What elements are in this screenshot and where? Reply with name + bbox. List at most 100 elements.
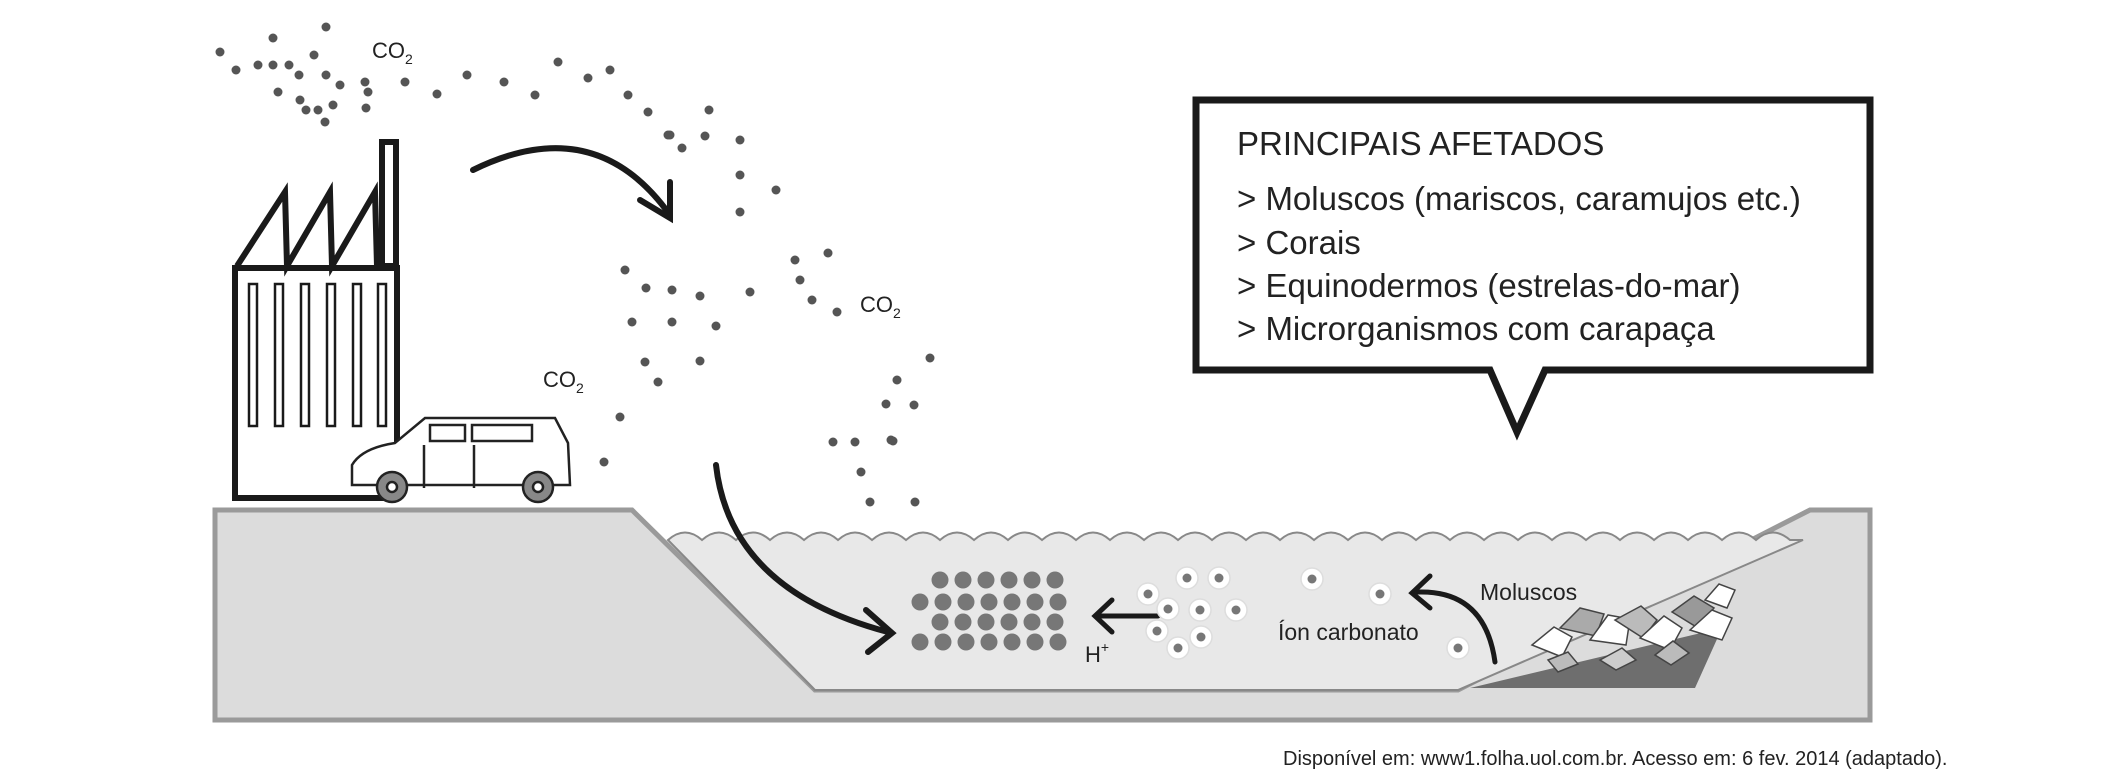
co2-particle	[615, 412, 625, 422]
co2-particle	[499, 77, 509, 87]
hplus-particle	[911, 633, 929, 651]
co2-particle	[711, 321, 721, 331]
hplus-particle	[931, 613, 949, 631]
hplus-particle	[1049, 593, 1067, 611]
co2-particle	[320, 117, 330, 127]
co2-particle	[771, 185, 781, 195]
mollusks-label: Moluscos	[1480, 579, 1577, 605]
hplus-particle	[931, 571, 949, 589]
co2-particle	[677, 143, 687, 153]
co2-particle	[795, 275, 805, 285]
co2-particle	[309, 50, 319, 60]
hplus-particle	[1000, 571, 1018, 589]
co2-particle	[620, 265, 630, 275]
co2-particle	[301, 105, 311, 115]
co2-particle	[667, 317, 677, 327]
hplus-particle	[1046, 613, 1064, 631]
co2-particle	[828, 437, 838, 447]
co2-particle	[695, 356, 705, 366]
hplus-particle	[1026, 633, 1044, 651]
co2-particle	[268, 33, 278, 43]
co2-particle	[892, 375, 902, 385]
mollusk-shells	[1530, 583, 1737, 673]
co2-particle	[268, 60, 278, 70]
hplus-particle	[957, 593, 975, 611]
carbonate-ions	[1136, 566, 1470, 660]
hplus-particle	[1023, 613, 1041, 631]
source-citation: Disponível em: www1.folha.uol.com.br. Ac…	[1283, 748, 1948, 770]
co2-particle	[599, 457, 609, 467]
callout-item-1: > Moluscos (mariscos, caramujos etc.)	[1237, 180, 1801, 217]
hplus-particle	[934, 593, 952, 611]
hplus-particle	[954, 613, 972, 631]
factory	[232, 139, 400, 501]
callout-item-4: > Microrganismos com carapaça	[1237, 310, 1715, 347]
arrows	[470, 145, 1498, 665]
co2-particle	[253, 60, 263, 70]
hplus-particle	[1026, 593, 1044, 611]
hplus-particle	[1049, 633, 1067, 651]
co2-particle	[665, 130, 675, 140]
carbonate-ion-core	[1143, 589, 1153, 599]
callout-item-2: > Corais	[1237, 224, 1361, 261]
carbonate-ion-core	[1453, 643, 1463, 653]
co2-particle	[807, 295, 817, 305]
co2-particle	[231, 65, 241, 75]
co2-particle	[735, 170, 745, 180]
ground-basin	[212, 507, 1873, 723]
carbonate-ion-core	[1182, 573, 1192, 583]
arrow-head-hplus	[1091, 597, 1115, 635]
callout-box: PRINCIPAIS AFETADOS > Moluscos (mariscos…	[1192, 96, 1874, 441]
co2-particle	[886, 435, 896, 445]
arrow-head-ocean	[863, 607, 897, 655]
arrow-factory-to-air	[470, 145, 673, 218]
co2-particle	[735, 207, 745, 217]
co2-particle	[735, 135, 745, 145]
hplus-particle	[1003, 633, 1021, 651]
arrow-mollusks-to-carbonate	[1415, 589, 1498, 665]
co2-particle	[925, 353, 935, 363]
hplus-particle	[957, 633, 975, 651]
hplus-particle	[977, 613, 995, 631]
co2-particle	[215, 47, 225, 57]
co2-particle	[284, 60, 294, 70]
co2-particle	[294, 70, 304, 80]
co2-particle	[745, 287, 755, 297]
ground-block	[212, 507, 1873, 723]
co2-particle	[641, 283, 651, 293]
co2-particle	[360, 77, 370, 87]
co2-particle	[865, 497, 875, 507]
co2-particle	[856, 467, 866, 477]
co2-particle	[790, 255, 800, 265]
carbonate-ion-core	[1231, 605, 1241, 615]
co2-particle	[695, 291, 705, 301]
co2-particle	[432, 89, 442, 99]
hplus-particle	[980, 593, 998, 611]
hplus-particle	[980, 633, 998, 651]
co2-particle	[850, 437, 860, 447]
carbonate-label: Íon carbonato	[1278, 619, 1419, 645]
co2-particle	[553, 57, 563, 67]
co2-particle	[335, 80, 345, 90]
co2-particle	[627, 317, 637, 327]
arrow-head-carbonate	[1408, 573, 1433, 611]
co2-particle	[832, 307, 842, 317]
arrow-head-air	[637, 179, 673, 224]
co2-particle	[273, 87, 283, 97]
co2-particle	[328, 100, 338, 110]
co2-particle	[640, 357, 650, 367]
hplus-particle	[954, 571, 972, 589]
co2-particle	[700, 131, 710, 141]
co2-particle	[881, 399, 891, 409]
co2-particles	[215, 22, 935, 507]
co2-particle	[295, 95, 305, 105]
carbonate-ion-core	[1163, 604, 1173, 614]
co2-particle	[910, 497, 920, 507]
co2-particle	[530, 90, 540, 100]
co2-particle	[313, 105, 323, 115]
carbonate-ion-core	[1152, 626, 1162, 636]
hplus-particle	[1003, 593, 1021, 611]
co2-particle	[321, 70, 331, 80]
co2-particle	[704, 105, 714, 115]
